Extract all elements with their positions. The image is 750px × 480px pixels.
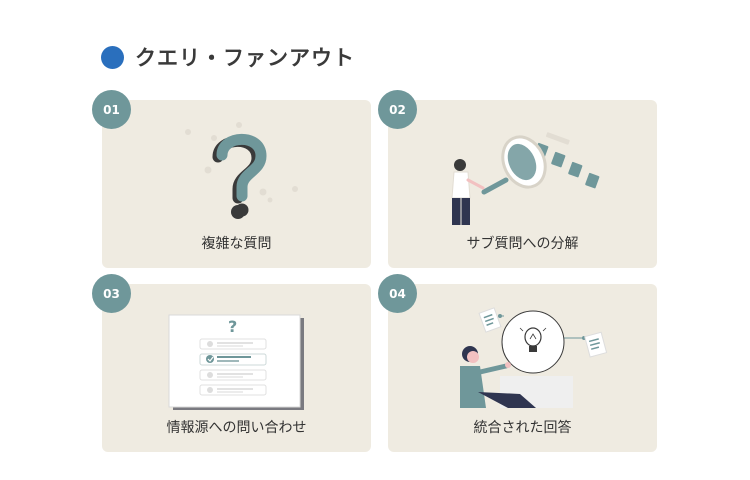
step-badge: 04 (378, 274, 417, 313)
step-badge: 01 (92, 90, 131, 129)
step-label: サブ質問への分解 (466, 236, 579, 252)
title-bullet-icon (101, 45, 124, 69)
magnifier-person-illustration (451, 132, 600, 225)
step-label: 情報源への問い合わせ (166, 420, 307, 436)
step-badge: 03 (92, 274, 131, 313)
page-title-row: クエリ・ファンアウト (101, 43, 355, 71)
step-label: 複雑な質問 (201, 236, 272, 252)
step-card-1: 01 複雑な質問 (92, 90, 371, 268)
step-card-4: 04 統合された回答 (378, 274, 657, 452)
step-card-3: ? 03 情報源への問い合わせ (92, 274, 371, 452)
step-badge: 02 (378, 90, 417, 129)
screen-question-glyph: ? (228, 317, 238, 336)
question-mark-illustration (185, 122, 298, 219)
checklist-screen-illustration (168, 314, 304, 410)
page-title: クエリ・ファンアウト (135, 46, 355, 70)
step-label: 統合された回答 (473, 420, 572, 436)
lightbulb-person-illustration (460, 307, 608, 408)
step-card-2: 02 サブ質問への分解 (378, 90, 657, 268)
